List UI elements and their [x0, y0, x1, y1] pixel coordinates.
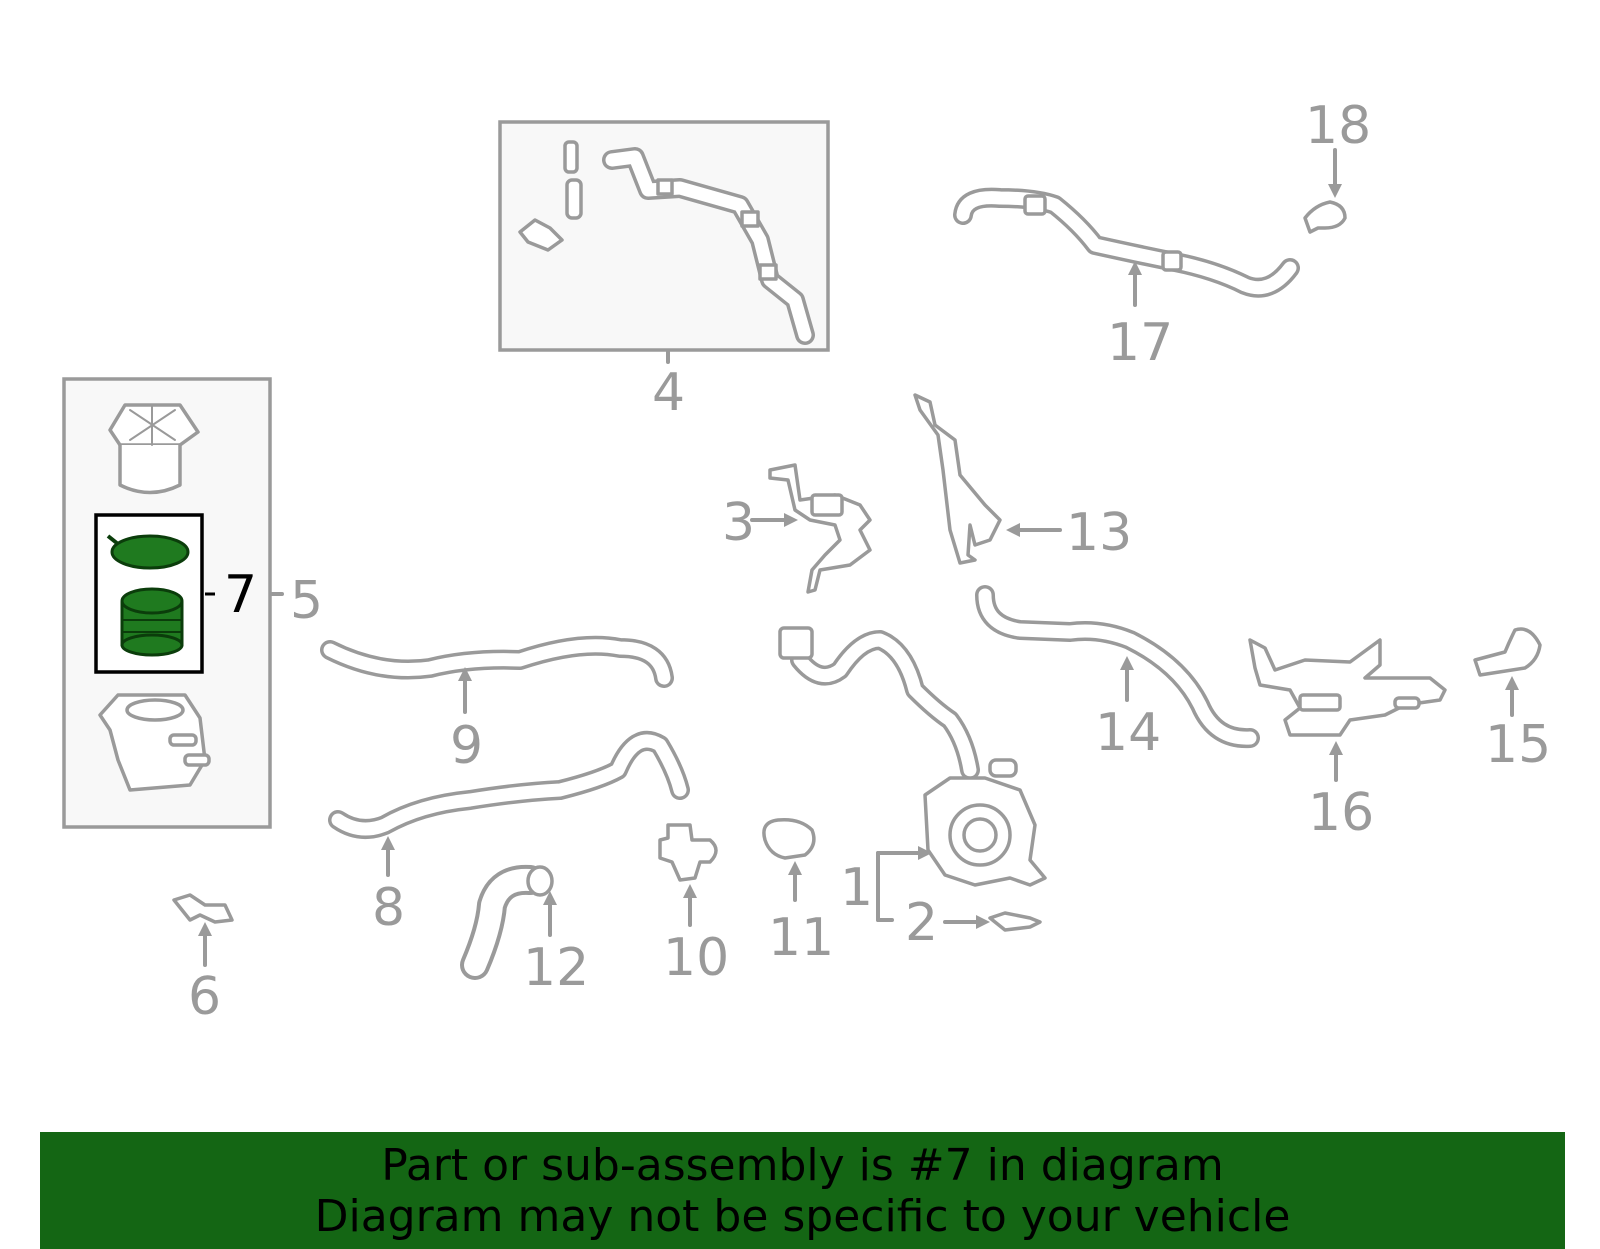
callout-9: 9 [450, 716, 483, 776]
callout-6: 6 [188, 967, 221, 1027]
callout-8: 8 [372, 878, 405, 938]
pump-cover-part [108, 403, 200, 495]
fitting-part-18 [1303, 200, 1347, 234]
hose-part-17 [953, 187, 1300, 298]
part-7-seal-ring [110, 534, 190, 570]
pump-part-1 [778, 626, 1047, 887]
bracket-part-13 [913, 393, 1002, 565]
callout-13: 13 [1066, 503, 1132, 563]
hose-part-15 [1473, 627, 1542, 677]
clip-part-2 [988, 911, 1042, 932]
bracket-part-3 [768, 463, 872, 594]
callout-1: 1 [840, 858, 873, 918]
bracket-part-16 [1248, 638, 1447, 737]
valve-part-10 [658, 823, 718, 882]
banner-line-2: Diagram may not be specific to your vehi… [314, 1191, 1291, 1242]
highlighted-part-7 [106, 534, 190, 657]
elbow-hose-part-12 [460, 864, 554, 980]
notice-banner: Part or sub-assembly is #7 in diagram Di… [40, 1132, 1565, 1249]
cap-part-11 [762, 817, 816, 860]
pump-housing-part [98, 693, 211, 792]
callout-2: 2 [905, 893, 938, 953]
banner-line-1: Part or sub-assembly is #7 in diagram [381, 1140, 1224, 1191]
callout-14: 14 [1095, 703, 1161, 763]
callout-7: 7 [224, 565, 257, 625]
callout-11: 11 [768, 908, 834, 968]
callout-12: 12 [523, 938, 589, 998]
callout-10: 10 [663, 928, 729, 988]
hose-assembly-4 [518, 140, 815, 345]
callout-16: 16 [1308, 783, 1374, 843]
callout-5: 5 [290, 571, 323, 631]
callout-4: 4 [652, 363, 685, 423]
callout-3: 3 [722, 493, 755, 553]
callout-15: 15 [1485, 715, 1551, 775]
bracket-part-6 [172, 893, 234, 924]
hose-part-8 [328, 731, 690, 839]
hose-part-14 [975, 585, 1260, 749]
hose-part-9 [320, 635, 674, 688]
callout-17: 17 [1107, 313, 1173, 373]
callout-18: 18 [1305, 96, 1371, 156]
